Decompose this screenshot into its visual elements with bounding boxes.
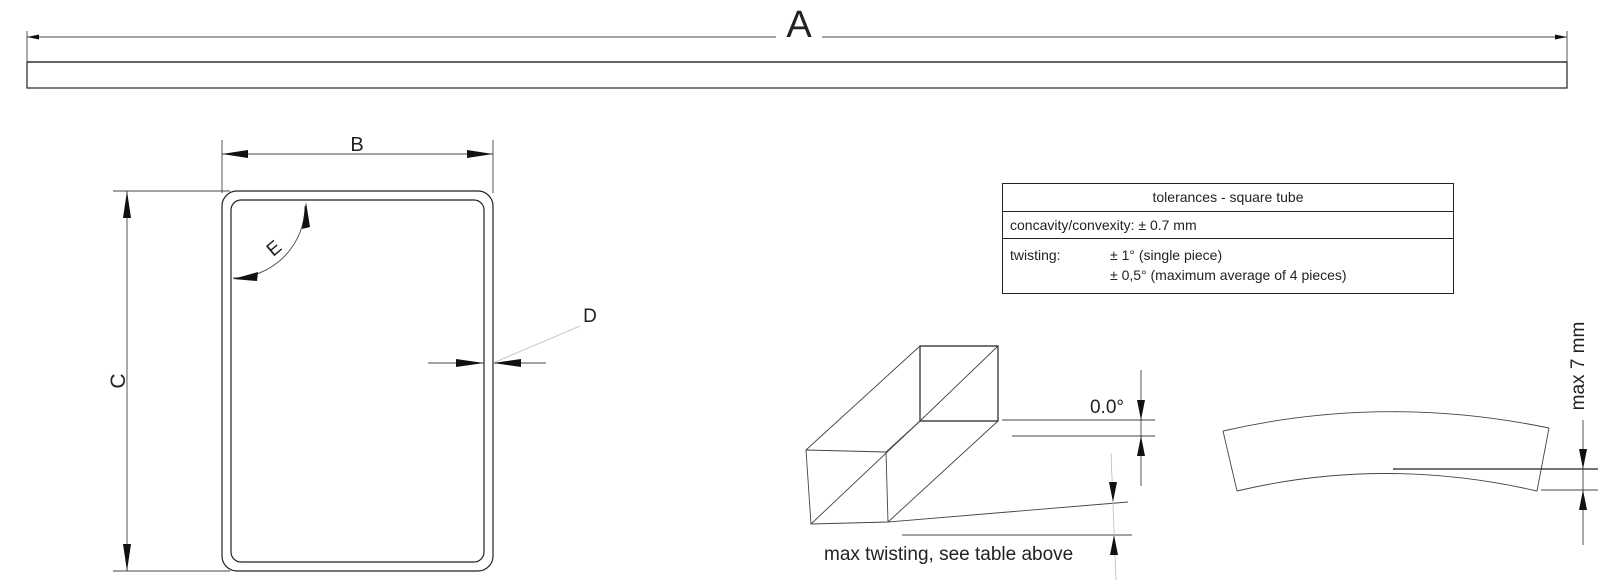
twist-angle-label: 0.0° [1090, 397, 1124, 418]
dimension-e: E [232, 202, 310, 281]
twisting-single-value: ± 1° (single piece) [1110, 247, 1223, 263]
bow-max-label: max 7 mm [1568, 322, 1589, 411]
twisting-key: twisting: [1010, 247, 1061, 263]
tube-inner-profile [230, 199, 485, 563]
tolerance-table-title: tolerances - square tube [1152, 189, 1304, 205]
tube-outer-profile [221, 190, 494, 572]
dimension-c: C [107, 190, 230, 572]
tolerance-table: tolerances - square tube concavity/conve… [1002, 183, 1454, 294]
dimension-b-label: B [350, 134, 363, 156]
twisting-average-value: ± 0,5° (maximum average of 4 pieces) [1110, 267, 1347, 283]
twist-note: max twisting, see table above [824, 544, 1073, 565]
side-view: A [26, 4, 1568, 89]
twisting-row: twisting: ± 1° (single piece) ± 0,5° (ma… [1003, 238, 1453, 293]
dimension-a-label: A [786, 4, 812, 46]
dimension-d: D [428, 306, 597, 367]
tube-side-outline [26, 61, 1568, 89]
dimension-e-label: E [263, 237, 286, 261]
bowed-tube-top [1222, 411, 1550, 432]
bowed-tube-bottom [1236, 473, 1538, 492]
twisting-values: ± 1° (single piece) ± 0,5° (maximum aver… [1110, 245, 1347, 285]
dimension-b: B [221, 134, 494, 193]
dimension-d-label: D [583, 306, 597, 327]
concavity-row: concavity/convexity: ± 0.7 mm [1003, 211, 1453, 238]
dimension-a: A [26, 4, 1568, 62]
twisted-tube-back-face [805, 449, 889, 525]
twist-view: 0.0° max twisting, see table above [805, 345, 1155, 581]
dimension-c-label: C [107, 373, 130, 388]
bow-view: max 7 mm [1222, 322, 1598, 545]
cross-section-view: B C D E [107, 134, 597, 572]
